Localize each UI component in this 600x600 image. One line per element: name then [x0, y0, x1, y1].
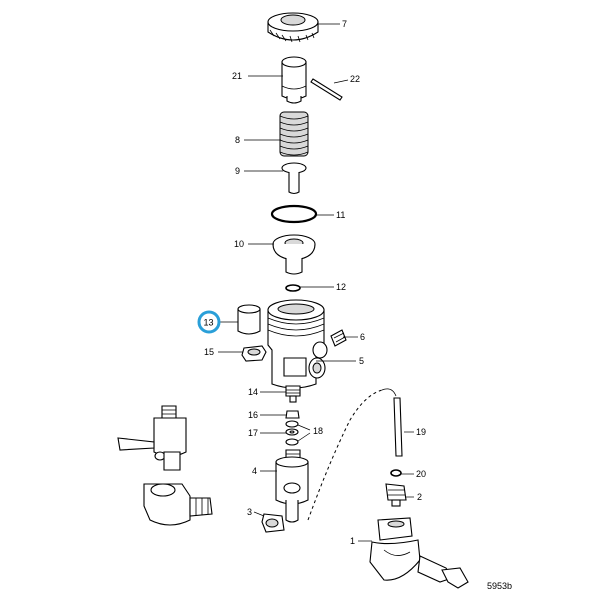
callout-21: 21	[232, 71, 242, 81]
left-assembly	[117, 405, 213, 526]
part-20-clip	[390, 469, 402, 477]
callout-17: 17	[248, 428, 258, 438]
callout-14: 14	[248, 387, 258, 397]
callout-10: 10	[234, 239, 244, 249]
callout-19: 19	[416, 427, 426, 437]
part-12-small-ring	[285, 284, 301, 292]
part-15-nut	[241, 345, 267, 362]
leader-lines	[218, 23, 414, 542]
callout-13-highlight-ring	[197, 310, 221, 334]
part-9-poppet	[281, 162, 307, 195]
part-6-plug	[330, 329, 347, 347]
part-3-nut	[261, 513, 285, 533]
part-2-fitting	[385, 483, 407, 507]
figure-reference-number: 5953b	[487, 581, 512, 591]
callout-18: 18	[313, 426, 323, 436]
part-18-washer	[285, 420, 299, 446]
part-5-body	[267, 299, 328, 389]
callout-3: 3	[247, 507, 252, 517]
part-8-spring	[279, 111, 309, 157]
callout-12: 12	[336, 282, 346, 292]
callout-16: 16	[248, 410, 258, 420]
part-7-cap	[267, 12, 319, 43]
part-17-washer	[285, 428, 299, 436]
callout-labels: 7 21 22 8 9 11 10 12 13 6 15 5 14 16 17 …	[204, 19, 427, 546]
part-14-fitting	[285, 385, 301, 403]
callout-9: 9	[235, 166, 240, 176]
part-1-pump-nozzle	[369, 517, 469, 589]
callout-8: 8	[235, 135, 240, 145]
part-19-hose	[307, 388, 403, 521]
part-13-sleeve	[237, 304, 261, 335]
callout-22: 22	[350, 74, 360, 84]
part-22-pin	[310, 78, 343, 101]
part-16-nut	[285, 410, 300, 419]
callout-7: 7	[342, 19, 347, 29]
callout-6: 6	[360, 332, 365, 342]
part-11-o-ring	[270, 204, 318, 224]
callout-15: 15	[204, 347, 214, 357]
callout-1: 1	[350, 536, 355, 546]
part-10-valve-seat	[272, 234, 316, 275]
callout-5: 5	[359, 356, 364, 366]
callout-13: 13	[204, 318, 214, 328]
callout-2: 2	[417, 492, 422, 502]
callout-20: 20	[416, 469, 426, 479]
callout-4: 4	[252, 466, 257, 476]
part-4-valve-fitting	[275, 449, 309, 523]
callout-11: 11	[336, 210, 345, 220]
part-21-piston	[281, 56, 307, 104]
